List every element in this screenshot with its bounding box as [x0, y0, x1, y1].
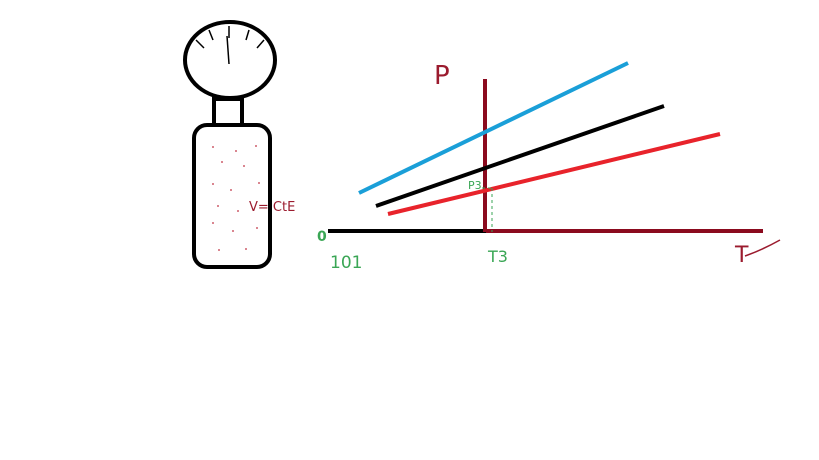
p-axis-label: P — [434, 61, 450, 91]
gas-particles — [212, 145, 260, 251]
isochore-red-line — [387, 132, 721, 216]
gauge-needle — [226, 35, 230, 65]
gauge-neck — [212, 97, 244, 127]
t3-p3-projection — [482, 187, 494, 232]
origin-zero-label: 0 — [317, 229, 327, 245]
origin-value-label: 101 — [330, 253, 362, 273]
gauge-dial — [183, 20, 277, 100]
isochore-black-line — [375, 104, 665, 208]
gas-cylinder-icon: V= CtE — [183, 20, 295, 269]
gauge-ticks — [195, 26, 265, 49]
volume-constant-label: V= CtE — [249, 200, 295, 215]
t3-label: T3 — [487, 247, 508, 266]
p-t-graph: P T 0 101 T3 P3 — [317, 61, 781, 273]
svg-text:T: T — [734, 243, 749, 268]
t-axis-label: T — [734, 239, 781, 268]
p3-label: P3 — [468, 179, 482, 192]
isochore-blue-line — [358, 61, 629, 195]
cylinder-body — [192, 123, 272, 269]
